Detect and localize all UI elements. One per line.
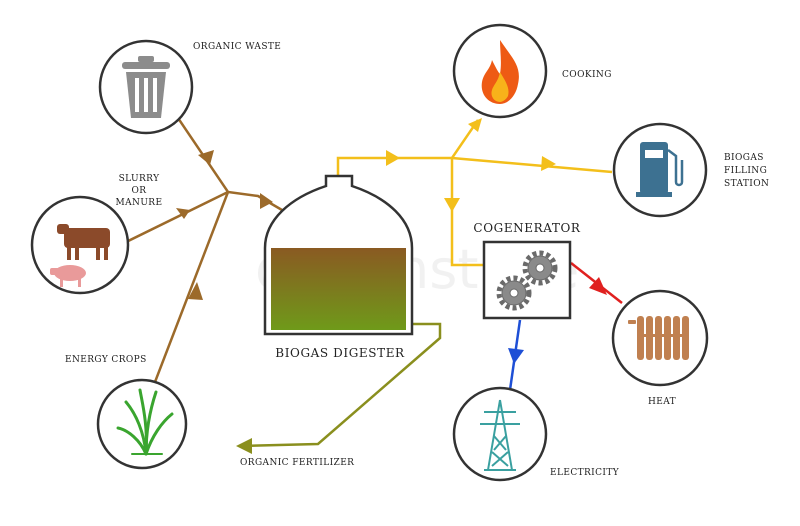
label-slurry-or: OR (132, 186, 147, 196)
biogas-digester (263, 174, 414, 336)
flame-icon (481, 40, 519, 104)
pig-icon (50, 265, 86, 287)
cow-icon (57, 224, 110, 260)
label-cooking: COOKING (562, 70, 612, 80)
arrow-head (444, 198, 460, 212)
energy-crops-circle (96, 378, 188, 470)
slurry-circle (30, 195, 130, 295)
label-slurry: SLURRY (119, 174, 161, 184)
heat-circle (611, 289, 709, 387)
label-biogas-digester: BIOGAS DIGESTER (275, 346, 405, 360)
arrow-head (386, 150, 400, 166)
arrow-head (589, 277, 607, 295)
cogenerator-unit (482, 240, 572, 320)
electricity-circle (452, 386, 548, 482)
label-station-station: STATION (724, 179, 769, 189)
label-manure: MANURE (116, 198, 163, 208)
arrow-head (508, 348, 524, 364)
label-organic-waste: ORGANIC WASTE (193, 42, 281, 52)
radiator-icon (628, 316, 689, 360)
arrow-head (541, 156, 556, 171)
input-arrowheads (176, 150, 273, 300)
label-heat: HEAT (648, 397, 676, 407)
fuel-pump-icon (636, 142, 684, 197)
arrow-head (468, 118, 482, 132)
trash-icon (122, 56, 170, 118)
gas-arrowheads (386, 118, 556, 212)
label-electricity: ELECTRICITY (550, 468, 620, 478)
arrow-head (176, 208, 190, 219)
label-energy-crops: ENERGY CROPS (65, 355, 147, 365)
grass-icon (116, 388, 174, 456)
label-organic-fertilizer: ORGANIC FERTILIZER (240, 458, 354, 468)
arrow-head (188, 282, 203, 300)
heat-flow (570, 262, 623, 304)
filling-station-circle (612, 122, 708, 218)
label-station-filling: FILLING (724, 166, 767, 176)
power-pylon-icon (480, 399, 520, 471)
gears-icon (496, 250, 558, 311)
cooking-circle (452, 23, 548, 119)
electricity-flow (508, 319, 524, 391)
arrow-head (260, 193, 273, 209)
organic-waste-circle (98, 39, 194, 135)
label-cogenerator: COGENERATOR (473, 221, 581, 235)
fertilizer-flow (236, 322, 442, 454)
digester-sludge (271, 248, 406, 330)
arrow-head (236, 438, 252, 454)
label-station-biogas: BIOGAS (724, 153, 764, 163)
arrow-head (198, 150, 214, 165)
